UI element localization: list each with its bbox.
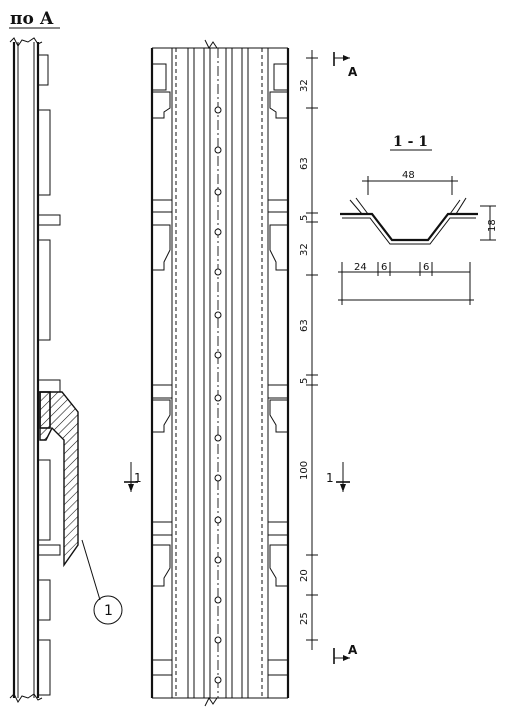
dim-6-left: 6 (381, 262, 387, 273)
view-title: по А (10, 9, 54, 29)
bolt-holes (214, 106, 222, 684)
dim-24: 24 (354, 262, 367, 273)
left-panels (37, 54, 61, 696)
dim-5-b: 5 (299, 378, 310, 384)
middle-right-panels (267, 63, 288, 676)
dim-25: 25 (299, 612, 310, 625)
break-mark-bottom (9, 693, 43, 703)
middle-left-panels (152, 63, 173, 676)
section-profile (340, 212, 478, 242)
dim-18: 18 (487, 219, 498, 232)
dim-32-b: 32 (299, 243, 310, 256)
dim-63-a: 63 (299, 157, 310, 170)
dim-5-a: 5 (299, 215, 310, 221)
cut-marker-top: А (333, 52, 358, 79)
callout-leader (81, 539, 101, 601)
hatched-detail (39, 391, 79, 568)
svg-text:А: А (348, 643, 358, 657)
section-title: 1 - 1 (393, 134, 428, 150)
dim-100: 100 (299, 461, 310, 480)
dim-6-right: 6 (423, 262, 429, 273)
svg-text:1: 1 (134, 471, 142, 485)
callout-number: 1 (104, 603, 113, 619)
section-1-1: 1 - 1 48 18 24 6 6 (338, 134, 498, 305)
svg-text:1: 1 (326, 471, 334, 485)
callout-circle (93, 595, 123, 625)
middle-view (150, 39, 290, 707)
cut-marker-right: 1 (326, 462, 350, 492)
dim-32-a: 32 (299, 79, 310, 92)
break-mark-top (9, 37, 43, 47)
dim-20: 20 (299, 569, 310, 582)
svg-text:А: А (348, 65, 358, 79)
left-view: 1 (9, 37, 123, 703)
dim-48: 48 (402, 170, 415, 181)
vertical-dimensions: 32 63 5 32 63 5 100 20 25 (299, 50, 318, 650)
cut-marker-bottom: А (333, 643, 358, 664)
dim-63-b: 63 (299, 319, 310, 332)
cut-marker-left: 1 (124, 462, 142, 492)
